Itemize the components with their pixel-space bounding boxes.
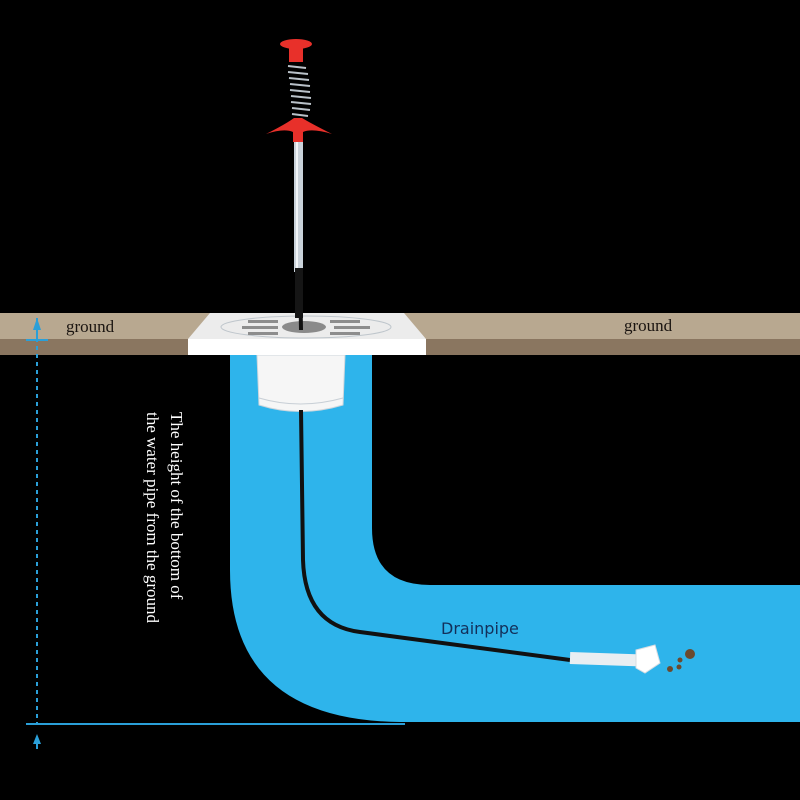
height-annotation: The height of the bottom of the water pi… [138, 412, 188, 672]
drainpipe-body [230, 355, 800, 722]
floor-drain-collar [256, 354, 346, 412]
claw-head [569, 644, 661, 674]
drainpipe-label: Drainpipe [441, 619, 519, 638]
floor-drain-plate [188, 313, 426, 355]
height-measure [26, 318, 405, 749]
arrow-up-icon [33, 734, 41, 744]
height-annotation-line2: the water pipe from the ground [143, 412, 162, 624]
height-annotation-line1: The height of the bottom of [167, 412, 186, 600]
ground-label-right: ground [624, 316, 673, 335]
tool-spring [287, 65, 312, 117]
tool-shaft [294, 140, 303, 318]
ground-label-left: ground [66, 317, 115, 336]
debris [667, 649, 695, 672]
drain-grate-slots [242, 320, 370, 335]
tool-handle [266, 39, 332, 142]
